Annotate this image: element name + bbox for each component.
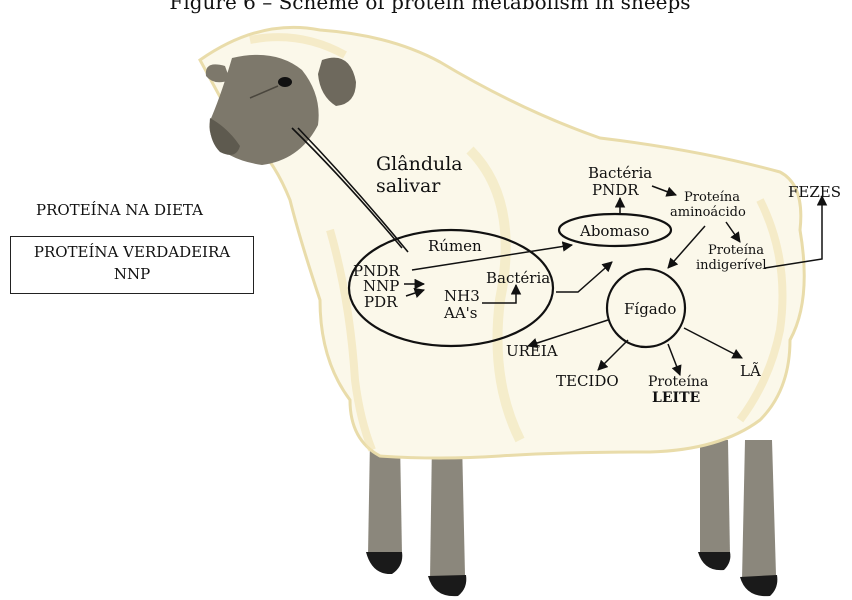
label-glandula: Glândula	[376, 153, 463, 175]
label-ureia: URÉIA	[506, 342, 558, 360]
label-pdr: PDR	[364, 293, 398, 311]
label-la: LÃ	[740, 362, 761, 380]
label-rumen: Rúmen	[428, 237, 482, 255]
label-proteina-3: Proteína	[648, 374, 708, 390]
sheep-eye	[278, 77, 292, 87]
label-nh3: NH3	[444, 287, 480, 305]
label-aas: AA's	[443, 304, 478, 322]
label-leite: LEITE	[652, 390, 700, 406]
label-pndr-top: PNDR	[592, 181, 639, 199]
label-bacteria-rumen: Bactéria	[486, 269, 550, 287]
label-indigerivel: indigerível	[696, 258, 767, 273]
label-proteina-2: Proteína	[708, 243, 764, 258]
label-proteina-1: Proteína	[684, 190, 740, 205]
label-aminoacido: aminoácido	[670, 205, 746, 220]
label-fezes: FEZES	[788, 183, 841, 201]
label-salivar: salivar	[376, 175, 441, 197]
label-figado: Fígado	[624, 300, 676, 318]
label-bacteria-top: Bactéria	[588, 164, 652, 182]
label-abomaso: Abomaso	[579, 222, 649, 240]
sheep-hooves	[366, 552, 777, 596]
label-tecido: TECIDO	[556, 372, 619, 390]
